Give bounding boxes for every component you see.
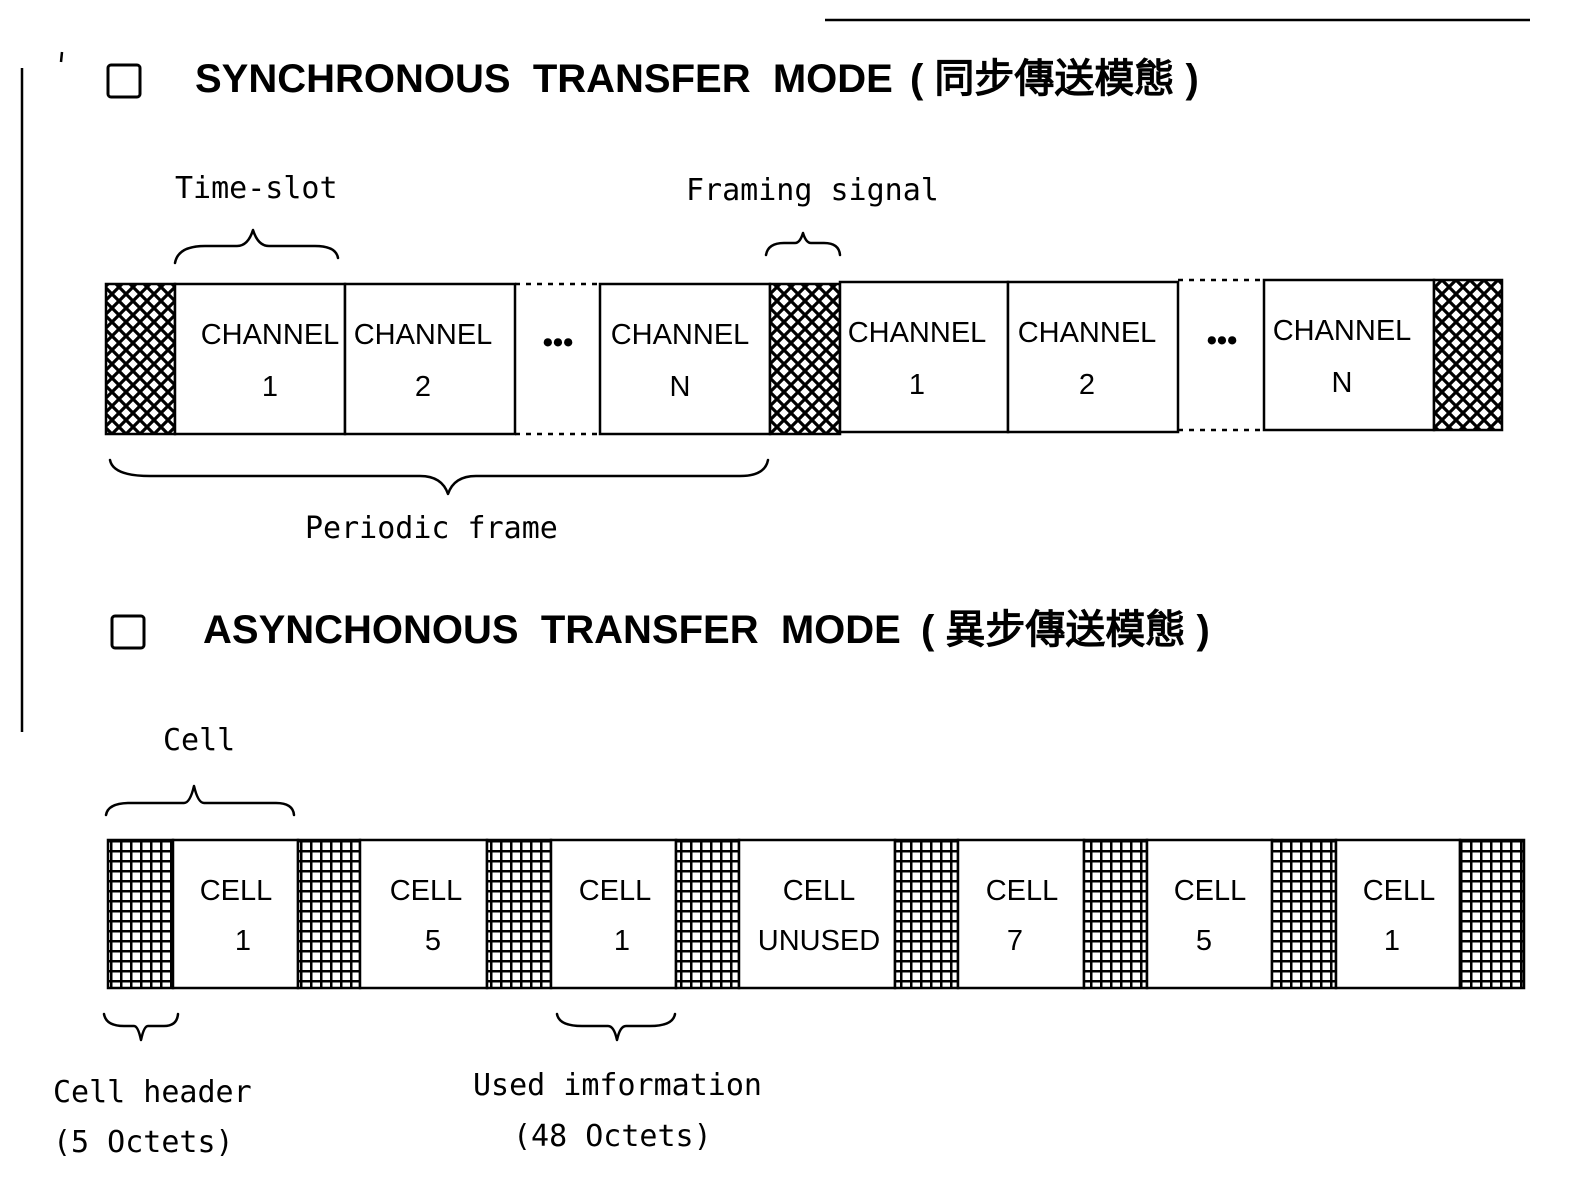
brace-cell-header	[102, 1012, 180, 1042]
cell-label: CELL	[986, 875, 1059, 907]
cell-payload	[549, 838, 678, 990]
cell-header-block	[1082, 838, 1149, 990]
label-time-slot: Time-slot	[175, 171, 338, 206]
label-cell: Cell	[163, 723, 235, 758]
channel-slot	[1006, 280, 1180, 434]
channel-slot	[343, 282, 517, 436]
channel-number: 2	[1079, 369, 1095, 401]
cell-number: 1	[1384, 925, 1400, 957]
label-used-information-octets: (48 Octets)	[513, 1119, 712, 1154]
cell-header-block	[485, 838, 553, 990]
label-framing-signal: Framing signal	[686, 173, 939, 208]
stm-bullet-icon	[106, 63, 142, 99]
channel-label: CHANNEL	[611, 319, 750, 351]
cell-label: CELL	[390, 875, 463, 907]
brace-periodic-frame	[108, 458, 770, 496]
cell-payload	[171, 838, 300, 990]
brace-cell	[104, 784, 296, 817]
framing-signal-block	[768, 282, 842, 436]
channel-slot	[838, 280, 1010, 434]
atm-title-cjk: ( 異步傳送模態 )	[921, 608, 1210, 652]
cell-payload	[1145, 838, 1274, 990]
cell-label: CELL	[200, 875, 273, 907]
cell-number: 7	[1007, 925, 1023, 957]
atm-bullet-icon	[110, 614, 146, 650]
brace-framing-signal	[764, 231, 842, 257]
stm-title: SYNCHRONOUS TRANSFER MODE	[195, 57, 893, 101]
cell-payload	[737, 838, 897, 990]
brace-used-information	[555, 1012, 677, 1042]
cell-header-block	[674, 838, 741, 990]
cell-label: CELL	[1363, 875, 1436, 907]
cell-label: CELL	[579, 875, 652, 907]
cell-label: CELL	[1174, 875, 1247, 907]
channel-number: 1	[262, 371, 278, 403]
cell-number: 5	[425, 925, 441, 957]
cell-header-block	[1270, 838, 1338, 990]
stm-title-cjk: ( 同步傳送模態 )	[910, 57, 1199, 101]
label-periodic-frame: Periodic frame	[305, 511, 558, 546]
cell-payload	[358, 838, 489, 990]
atm-title: ASYNCHONOUS TRANSFER MODE	[203, 608, 901, 652]
channel-label: CHANNEL	[1273, 315, 1412, 347]
label-used-information: Used imformation	[473, 1068, 762, 1103]
cell-payload	[1334, 838, 1462, 990]
channel-slot	[598, 282, 772, 436]
framing-signal-block	[104, 282, 177, 436]
channel-label: CHANNEL	[201, 319, 340, 351]
channel-slot	[1262, 278, 1436, 432]
channel-number: N	[1332, 367, 1353, 399]
label-cell-header: Cell header	[53, 1075, 252, 1110]
channel-number: N	[670, 371, 691, 403]
channel-number: 1	[909, 369, 925, 401]
brace-time-slot	[173, 228, 340, 265]
cell-header-block	[893, 838, 960, 990]
cell-label: CELL	[783, 875, 856, 907]
tick-mark	[59, 51, 64, 63]
cell-number: 1	[235, 925, 251, 957]
cell-header-block	[106, 838, 175, 990]
channel-slot	[173, 282, 347, 436]
cell-number: 1	[614, 925, 630, 957]
channel-label: CHANNEL	[1018, 317, 1157, 349]
channel-label: CHANNEL	[848, 317, 987, 349]
cell-number: UNUSED	[758, 925, 880, 957]
cell-header-block	[1458, 838, 1526, 990]
cell-header-block	[296, 838, 362, 990]
channel-label: CHANNEL	[354, 319, 493, 351]
channel-number: 2	[415, 371, 431, 403]
label-cell-header-octets: (5 Octets)	[53, 1125, 234, 1160]
cell-number: 5	[1196, 925, 1212, 957]
ellipsis: •••	[1207, 325, 1237, 357]
cell-payload	[956, 838, 1086, 990]
ellipsis: •••	[543, 327, 573, 359]
framing-signal-block	[1432, 278, 1504, 432]
